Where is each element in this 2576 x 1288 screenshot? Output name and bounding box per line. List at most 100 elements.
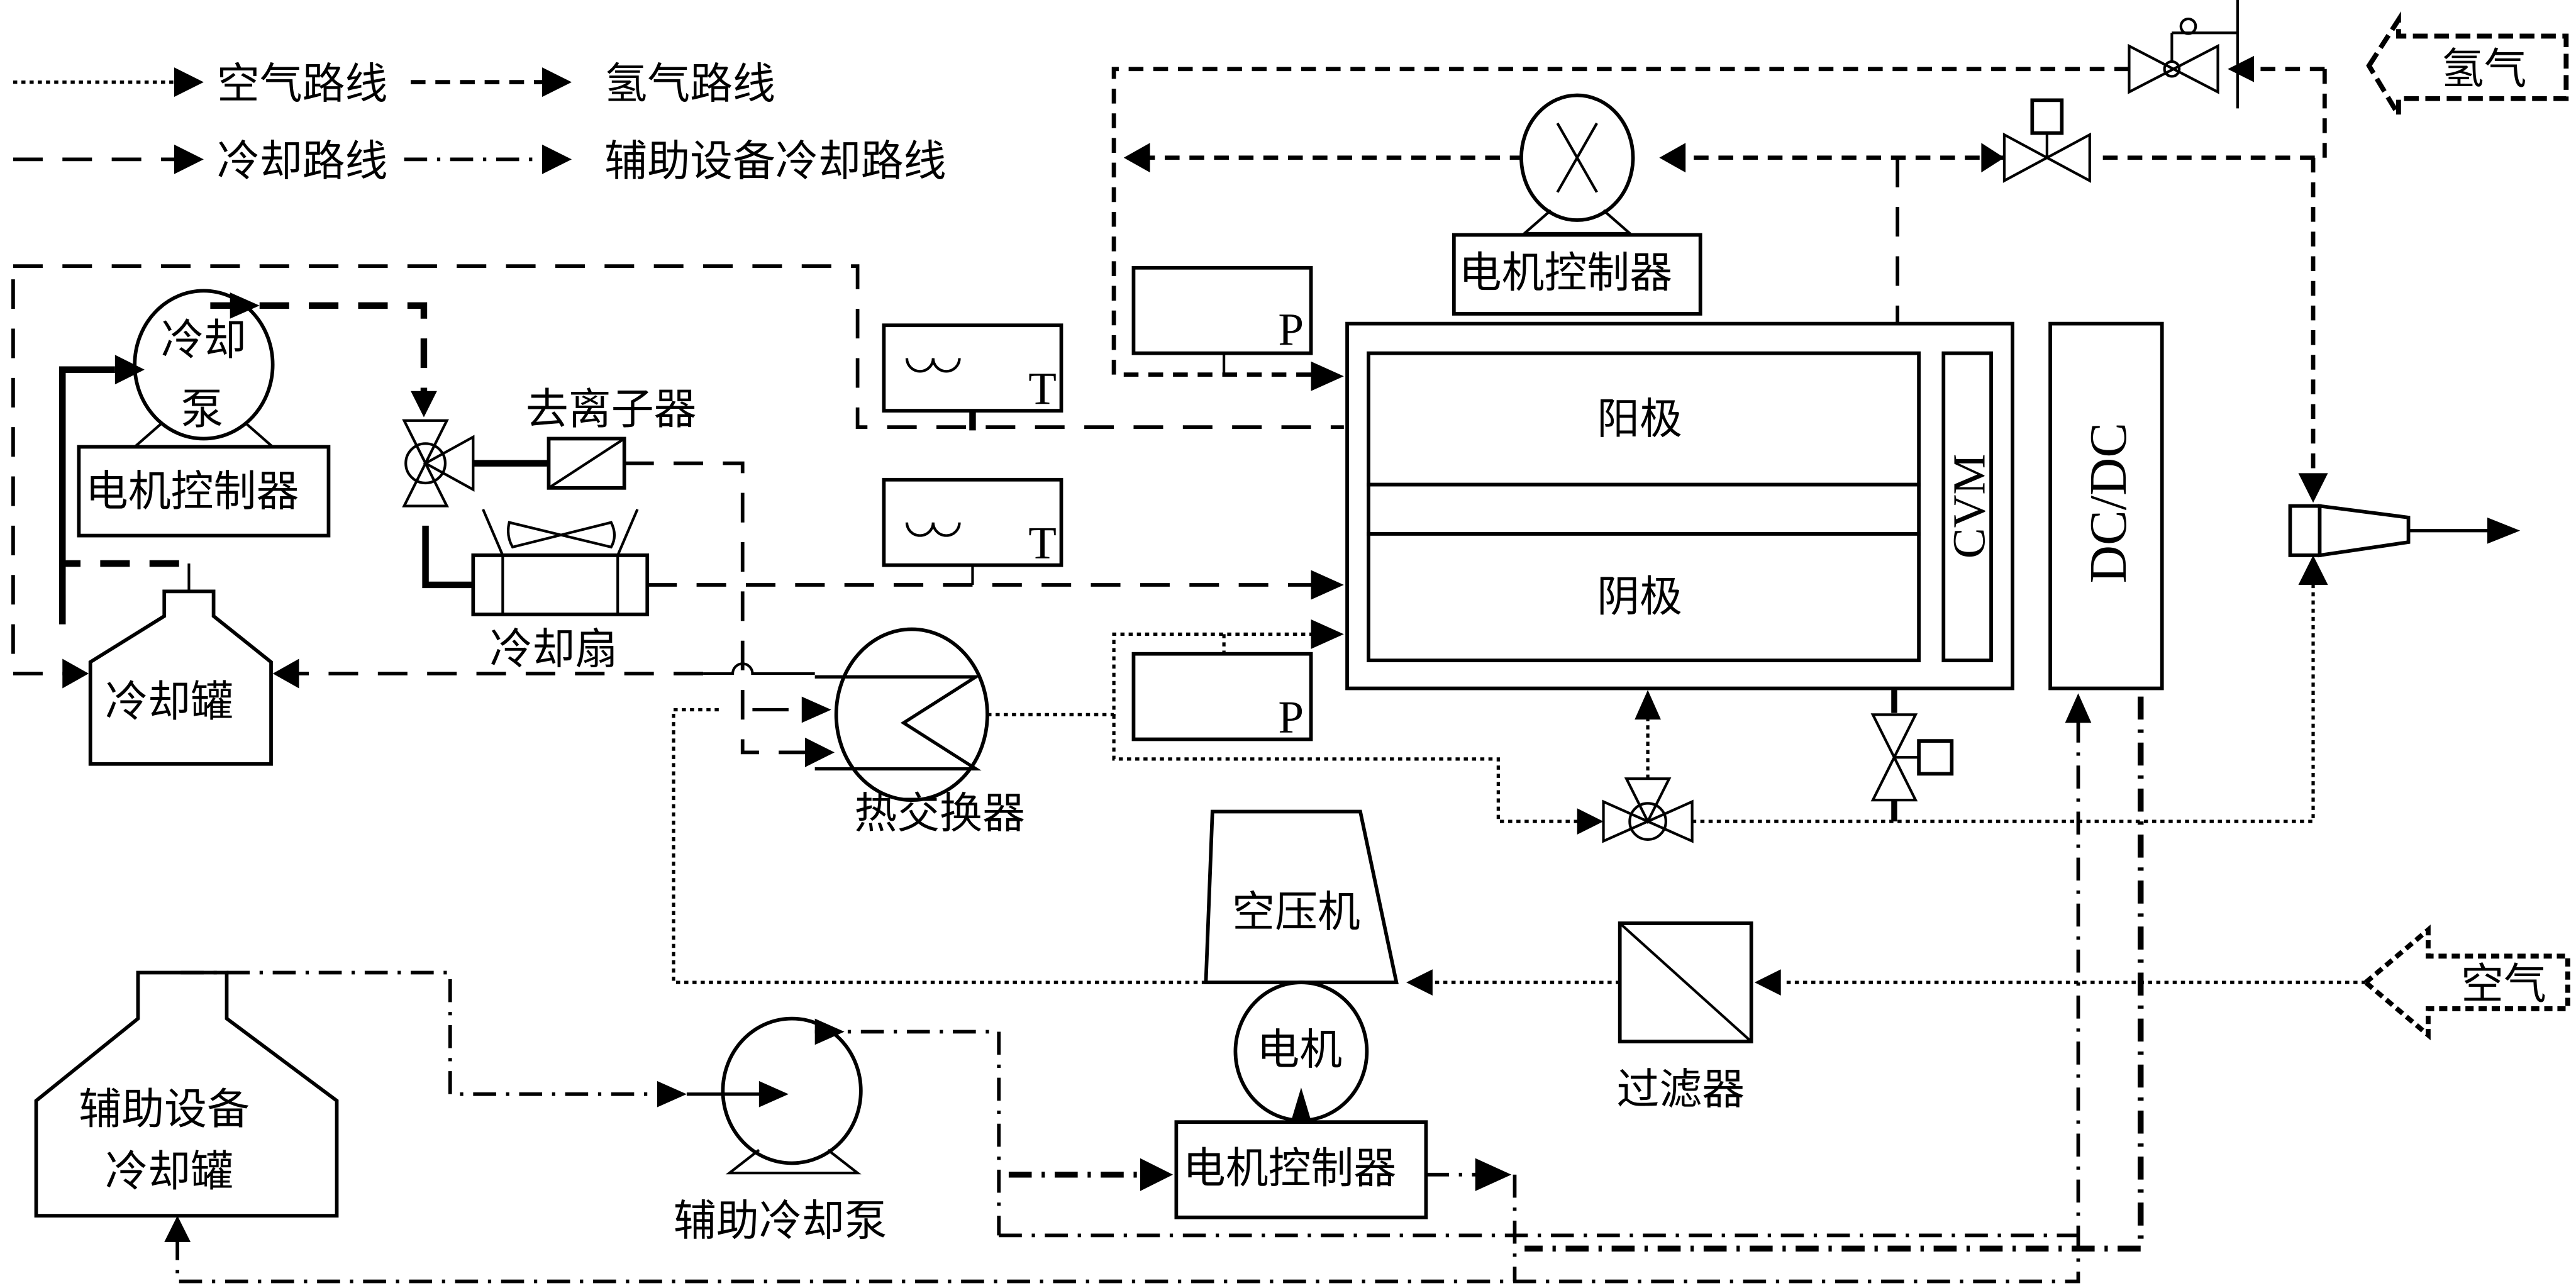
heat-exchanger-label: 热交换器 bbox=[854, 789, 1025, 839]
heat-exchanger-body bbox=[834, 627, 989, 802]
arrow-icon bbox=[164, 1216, 191, 1242]
thermostat-valve[interactable] bbox=[402, 419, 475, 508]
fan-mount bbox=[482, 508, 504, 556]
arrow-icon bbox=[1123, 143, 1150, 173]
muffler-nozzle bbox=[2318, 504, 2411, 558]
pressure-sensor-label: P bbox=[1278, 304, 1304, 355]
air-inlet-arrow-shape bbox=[2362, 924, 2570, 1041]
thermometer-icon bbox=[905, 522, 961, 537]
motor-controller-label: 电机控制器 bbox=[1183, 1144, 1397, 1194]
motor-controller-box bbox=[77, 445, 331, 538]
fuel-cell-stack[interactable]: 阳极 阴极 CVM bbox=[1345, 321, 2014, 691]
motor-controller-compressor[interactable]: 电机控制器 bbox=[1174, 1120, 1428, 1219]
arrow-icon bbox=[230, 292, 260, 319]
aux-coolant-line bbox=[1524, 696, 2144, 1252]
cvm-box bbox=[1941, 351, 1993, 662]
heat-exchanger[interactable]: 热交换器 bbox=[814, 627, 1025, 839]
aux-coolant-line bbox=[814, 1030, 1001, 1236]
arrow-icon bbox=[1311, 570, 1344, 600]
aux-coolant-line bbox=[180, 970, 657, 1096]
anode-label: 阳极 bbox=[1597, 395, 1682, 445]
air-compressor-label: 空压机 bbox=[1232, 887, 1360, 937]
cathode-label: 阴极 bbox=[1597, 572, 1682, 622]
air-compressor[interactable]: 空压机 电机 bbox=[1204, 809, 1399, 1123]
muffler-box bbox=[2288, 504, 2322, 557]
motor-controller-label: 电机控制器 bbox=[86, 467, 299, 517]
arrow-icon bbox=[1291, 1087, 1311, 1121]
arrow-icon bbox=[1754, 969, 1781, 996]
coolant-line-bold bbox=[59, 560, 189, 625]
cooling-fan-label: 冷却扇 bbox=[489, 625, 618, 674]
air-line bbox=[672, 708, 1206, 984]
aux-cooling-tank[interactable]: 辅助设备 冷却罐 bbox=[34, 970, 339, 1218]
cooling-tank[interactable]: 冷却罐 bbox=[88, 563, 273, 766]
arrow-icon bbox=[1140, 1158, 1174, 1191]
legend-cooling-route: 冷却路线 bbox=[13, 137, 388, 187]
pressure-sensor-box bbox=[1131, 265, 1313, 355]
cooling-fan[interactable]: 冷却扇 bbox=[471, 508, 650, 675]
back-pressure-valve[interactable] bbox=[1602, 777, 1694, 843]
drain-valve[interactable] bbox=[1870, 690, 1954, 822]
arrow-icon bbox=[542, 67, 572, 97]
aux-cooling-pump[interactable]: 辅助冷却泵 bbox=[674, 1016, 887, 1246]
pressure-sensor-anode: P bbox=[1131, 265, 1313, 375]
exhaust-muffler bbox=[2288, 504, 2521, 558]
motor-controller-top[interactable]: 电机控制器 bbox=[1452, 233, 1702, 316]
deionizer-membrane-icon bbox=[548, 437, 625, 489]
hydrogen-line bbox=[1111, 67, 2129, 377]
valve-body bbox=[2002, 132, 2091, 183]
filter-membrane-icon bbox=[1619, 922, 1753, 1043]
regulator-sensor-icon bbox=[2179, 17, 2197, 35]
arrow-icon bbox=[2065, 693, 2092, 723]
legend-air-route-label: 空气路线 bbox=[217, 60, 388, 109]
radiator-box bbox=[471, 553, 650, 616]
dcdc-converter[interactable]: DC/DC bbox=[2048, 321, 2164, 691]
pump-blade-icon bbox=[1556, 122, 1598, 193]
valve-indicator bbox=[404, 442, 447, 485]
coolant-line bbox=[624, 461, 822, 755]
hydrogen-inlet: 氢气 bbox=[2366, 11, 2569, 125]
air-exhaust-line bbox=[1692, 558, 2315, 823]
aux-cooling-tank-label-line2: 冷却罐 bbox=[105, 1147, 233, 1197]
arrow-icon bbox=[1311, 361, 1344, 391]
arrow-icon bbox=[657, 1080, 687, 1108]
cooling-pump[interactable]: 冷却 泵 bbox=[131, 289, 277, 448]
coolant-line bbox=[11, 279, 79, 675]
arrow-icon bbox=[542, 144, 572, 174]
deionizer-label: 去离子器 bbox=[526, 385, 697, 435]
valve-body bbox=[2128, 43, 2219, 94]
temp-sensor-label: T bbox=[1028, 364, 1057, 414]
aux-coolant-return-line bbox=[175, 719, 2080, 1284]
valve-body bbox=[1602, 799, 1694, 843]
cooling-pump-label-line1: 冷却 bbox=[161, 316, 247, 365]
arrow-icon bbox=[411, 391, 437, 418]
pump-stand bbox=[725, 1148, 862, 1175]
hydrogen-solenoid-valve[interactable] bbox=[2002, 98, 2091, 183]
coolant-return-line bbox=[13, 264, 1344, 430]
deionizer[interactable]: 去离子器 bbox=[526, 385, 697, 490]
cooling-pump-label-line2: 泵 bbox=[180, 385, 223, 435]
air-filter[interactable]: 过滤器 bbox=[1616, 921, 1753, 1114]
hydrogen-line bbox=[2096, 69, 2327, 160]
temp-sensor-box bbox=[882, 323, 1063, 413]
hydrogen-inlet-label: 氢气 bbox=[2441, 45, 2527, 94]
tank-body bbox=[88, 589, 273, 766]
arrow-icon bbox=[1659, 143, 1686, 173]
fan-blade-icon bbox=[506, 521, 616, 549]
arrow-icon bbox=[174, 144, 204, 174]
hydrogen-recirculation-pump[interactable] bbox=[1519, 93, 1635, 235]
legend-cooling-route-label: 冷却路线 bbox=[217, 137, 388, 187]
air-inlet-label: 空气 bbox=[2461, 960, 2546, 1009]
compressor-body bbox=[1204, 809, 1399, 984]
dcdc-box bbox=[2048, 321, 2164, 691]
pressure-regulator-valve[interactable] bbox=[2128, 0, 2239, 109]
arrow-icon bbox=[1475, 1158, 1512, 1191]
hydrogen-inlet-arrow-shape bbox=[2366, 11, 2569, 125]
motor-controller-box bbox=[1174, 1120, 1428, 1219]
dcdc-label: DC/DC bbox=[2080, 423, 2138, 583]
cathode-box bbox=[1367, 532, 1921, 662]
arrow-icon bbox=[272, 658, 299, 689]
cvm-label: CVM bbox=[1944, 454, 1995, 559]
motor-controller-cooling[interactable]: 电机控制器 bbox=[77, 445, 331, 538]
